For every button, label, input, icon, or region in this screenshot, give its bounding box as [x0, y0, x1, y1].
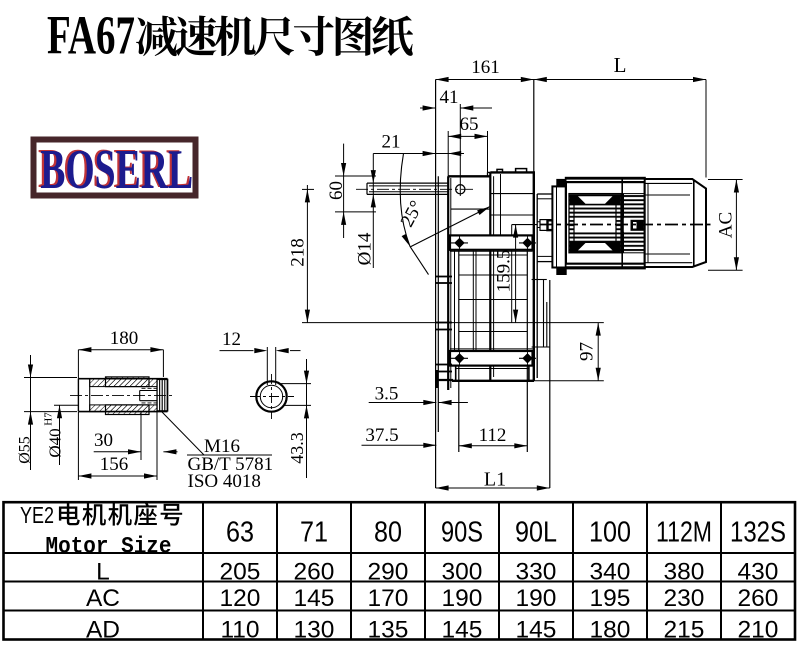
svg-text:90S: 90S — [441, 517, 483, 549]
svg-text:AC: AC — [86, 585, 120, 612]
svg-text:90L: 90L — [515, 517, 557, 549]
svg-text:63: 63 — [226, 517, 254, 549]
svg-text:ISO 4018: ISO 4018 — [188, 471, 261, 492]
svg-text:205: 205 — [220, 559, 261, 586]
svg-text:145: 145 — [294, 585, 335, 612]
svg-text:330: 330 — [516, 559, 557, 586]
svg-text:97: 97 — [577, 342, 598, 361]
svg-text:215: 215 — [664, 616, 705, 643]
svg-text:L1: L1 — [484, 469, 506, 491]
svg-text:112M: 112M — [656, 517, 712, 549]
svg-text:190: 190 — [442, 585, 483, 612]
svg-text:260: 260 — [294, 559, 335, 586]
svg-text:430: 430 — [738, 559, 779, 586]
svg-text:Ø14: Ø14 — [355, 232, 376, 265]
svg-text:190: 190 — [516, 585, 557, 612]
svg-text:M16: M16 — [204, 436, 240, 457]
svg-text:156: 156 — [100, 454, 129, 475]
svg-text:290: 290 — [368, 559, 409, 586]
svg-text:120: 120 — [220, 585, 261, 612]
svg-text:AD: AD — [86, 616, 120, 643]
svg-text:161: 161 — [471, 57, 500, 78]
svg-text:YE2: YE2 — [20, 502, 54, 528]
svg-text:132S: 132S — [730, 517, 786, 549]
svg-text:210: 210 — [738, 616, 779, 643]
svg-text:30: 30 — [94, 430, 113, 451]
svg-text:112: 112 — [479, 425, 507, 446]
svg-text:L: L — [96, 559, 110, 586]
svg-text:380: 380 — [664, 559, 705, 586]
svg-text:340: 340 — [590, 559, 631, 586]
svg-text:300: 300 — [442, 559, 483, 586]
svg-text:FA67: FA67 — [47, 5, 135, 66]
svg-text:Motor Size: Motor Size — [46, 534, 172, 560]
svg-text:71: 71 — [300, 517, 328, 549]
svg-text:60: 60 — [326, 181, 347, 200]
svg-text:230: 230 — [664, 585, 705, 612]
svg-text:21: 21 — [382, 132, 401, 153]
svg-text:159.5: 159.5 — [494, 250, 515, 293]
svg-text:80: 80 — [374, 517, 402, 549]
svg-text:110: 110 — [220, 616, 259, 643]
svg-text:BOSERL: BOSERL — [40, 139, 193, 201]
svg-text:180: 180 — [110, 328, 139, 349]
svg-text:BOSERL: BOSERL — [38, 138, 191, 200]
svg-text:43.3: 43.3 — [287, 432, 307, 464]
svg-text:65: 65 — [460, 114, 479, 135]
svg-text:218: 218 — [288, 238, 309, 267]
svg-text:135: 135 — [368, 616, 409, 643]
svg-text:37.5: 37.5 — [365, 425, 398, 446]
svg-text:GB/T 5781: GB/T 5781 — [188, 454, 274, 475]
svg-text:L: L — [614, 53, 627, 77]
svg-text:145: 145 — [516, 616, 557, 643]
svg-text:Ø40: Ø40 — [46, 428, 65, 457]
svg-text:195: 195 — [590, 585, 631, 612]
svg-text:3.5: 3.5 — [375, 384, 399, 405]
svg-text:260: 260 — [738, 585, 779, 612]
svg-text:145: 145 — [442, 616, 483, 643]
svg-text:170: 170 — [368, 585, 409, 612]
svg-text:180: 180 — [590, 616, 631, 643]
svg-text:Ø55: Ø55 — [17, 436, 34, 464]
svg-text:H7: H7 — [43, 412, 55, 426]
svg-text:130: 130 — [294, 616, 335, 643]
svg-text:AC: AC — [716, 212, 737, 238]
svg-text:100: 100 — [589, 517, 631, 549]
svg-text:12: 12 — [222, 329, 241, 350]
svg-text:41: 41 — [440, 87, 459, 108]
